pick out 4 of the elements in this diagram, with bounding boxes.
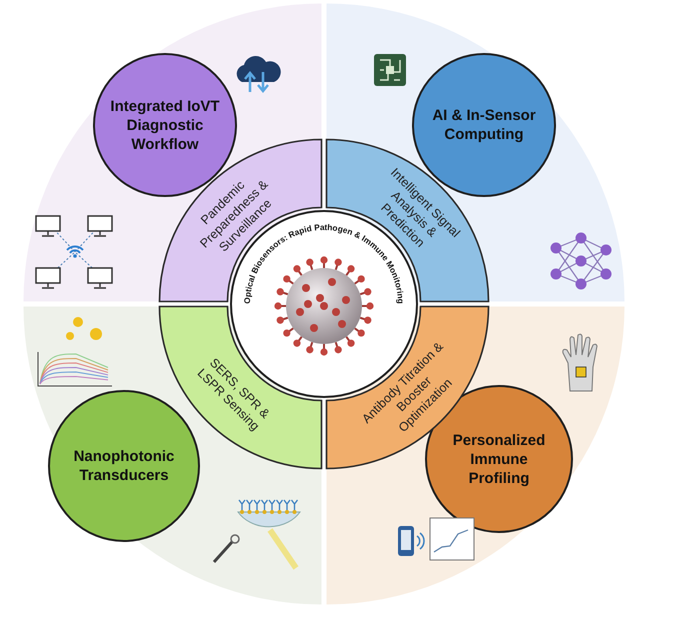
topic-title: Personalized Immune Profiling (452, 431, 546, 488)
topic-title: Integrated IoVT Diagnostic Workflow (109, 96, 221, 154)
topic-title: Nanophotonic Transducers (72, 447, 176, 485)
topic-title: AI & In-Sensor Computing (431, 106, 537, 144)
